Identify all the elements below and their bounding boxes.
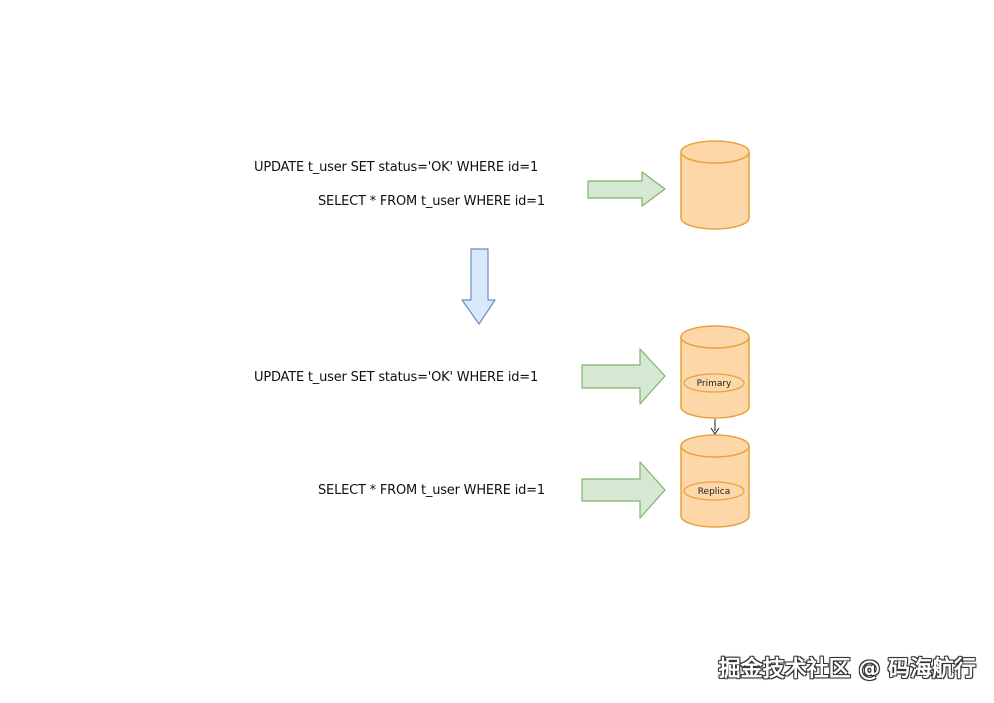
bottom-select-query: SELECT * FROM t_user WHERE id=1 [318, 483, 545, 498]
top-database-icon [680, 140, 750, 230]
top-update-query: UPDATE t_user SET status='OK' WHERE id=1 [254, 160, 539, 175]
primary-label: Primary [697, 379, 732, 389]
top-select-query: SELECT * FROM t_user WHERE id=1 [318, 194, 545, 209]
primary-label-badge [683, 373, 745, 393]
watermark: 掘金技术社区 @ 码海航行 [718, 657, 976, 682]
replica-green-arrow [581, 461, 666, 519]
replication-arrow [710, 419, 720, 435]
replica-label-badge [683, 481, 745, 501]
primary-green-arrow [581, 348, 666, 405]
bottom-update-query: UPDATE t_user SET status='OK' WHERE id=1 [254, 370, 539, 385]
replica-label: Replica [698, 487, 731, 497]
primary-database-icon: Primary [680, 325, 750, 419]
replica-database-icon: Replica [680, 434, 750, 528]
top-green-arrow [587, 171, 666, 207]
transition-down-arrow [461, 248, 496, 325]
